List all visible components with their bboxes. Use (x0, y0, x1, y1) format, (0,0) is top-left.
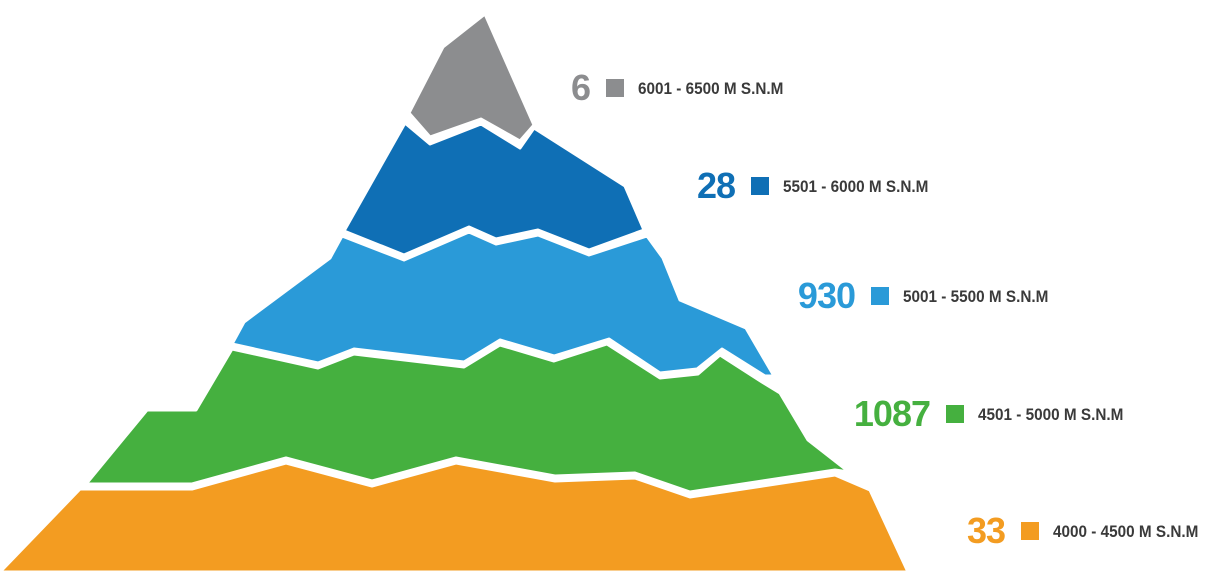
mountain-band-2-shape (84, 342, 851, 494)
mountain-band-5-shape (407, 12, 536, 143)
band-count: 33 (966, 510, 1006, 551)
band-range-label: 6001 - 6500 M S.N.M (638, 78, 784, 98)
band-label-6001-6500: 6 6001 - 6500 M S.N.M (520, 70, 800, 106)
mountain-band-4-shape (342, 121, 646, 257)
legend-swatch (946, 405, 964, 423)
band-range-label: 4000 - 4500 M S.N.M (1053, 521, 1199, 541)
band-range-label: 5001 - 5500 M S.N.M (903, 286, 1049, 306)
mountain-band-1-shape (0, 461, 910, 572)
band-count: 1087 (853, 393, 931, 434)
band-count: 6 (570, 67, 591, 108)
legend-swatch (871, 287, 889, 305)
band-label-5001-5500: 930 5001 - 5500 M S.N.M (760, 278, 1065, 314)
band-count: 28 (696, 165, 736, 206)
band-range-label: 5501 - 6000 M S.N.M (783, 176, 929, 196)
band-label-4501-5000: 1087 4501 - 5000 M S.N.M (815, 396, 1140, 432)
band-count: 930 (797, 275, 856, 316)
band-label-4000-4500: 33 4000 - 4500 M S.N.M (910, 513, 1215, 549)
band-label-5501-6000: 28 5501 - 6000 M S.N.M (640, 168, 945, 204)
legend-swatch (751, 177, 769, 195)
mountain-band-3-shape (230, 230, 776, 378)
band-range-label: 4501 - 5000 M S.N.M (978, 404, 1124, 424)
legend-swatch (606, 79, 624, 97)
legend-swatch (1021, 522, 1039, 540)
